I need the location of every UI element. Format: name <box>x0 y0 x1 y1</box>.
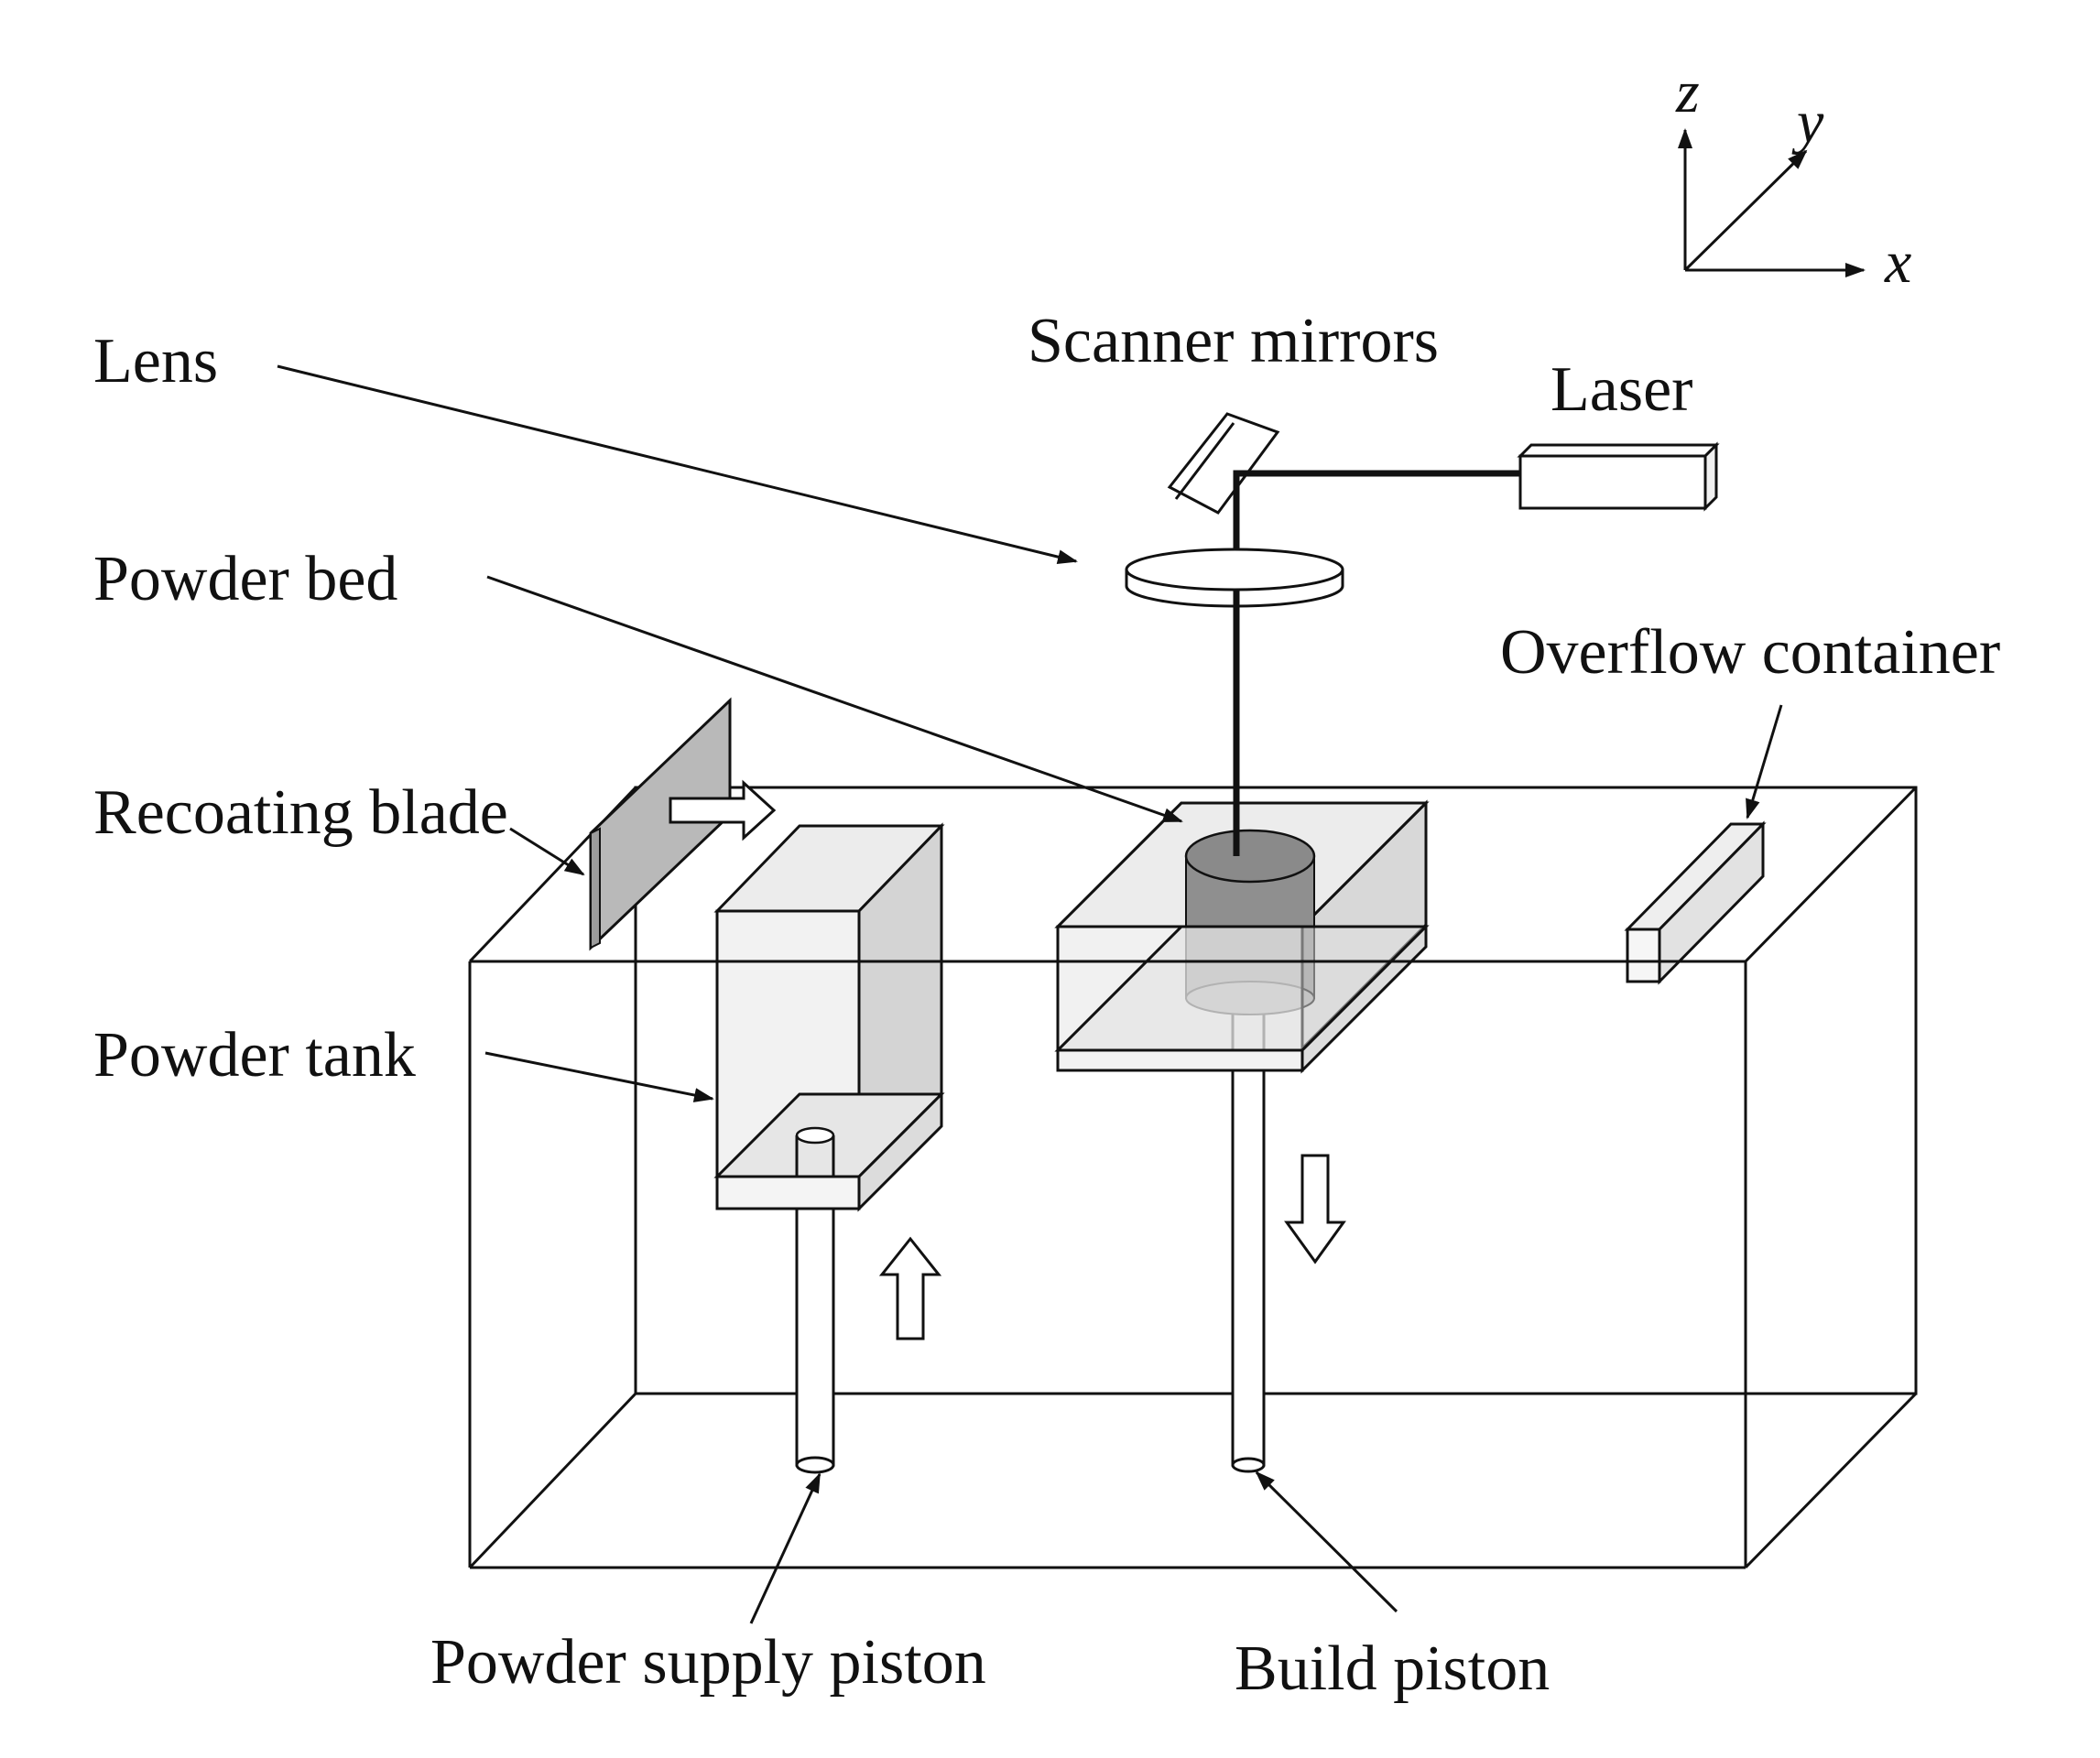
y-axis-label: y <box>1791 89 1824 156</box>
chamber-front <box>468 960 1747 1569</box>
laser-beam <box>1233 470 1520 856</box>
powder-tank-leader <box>484 1051 714 1102</box>
lens-label: Lens <box>93 326 218 396</box>
overflow-container <box>1624 820 1767 985</box>
z-axis-label: z <box>1675 59 1700 125</box>
build-piston-label: Build piston <box>1235 1633 1550 1704</box>
blade-direction-arrow <box>669 779 777 841</box>
recoating-blade <box>589 697 732 951</box>
powder-bed-label: Powder bed <box>93 544 397 614</box>
powder-bed-leader <box>486 575 1183 823</box>
powder-tank-label: Powder tank <box>93 1020 416 1091</box>
leader-arrows <box>277 364 1783 1624</box>
y-axis <box>1683 149 1808 272</box>
powder-supply-piston-label: Powder supply piston <box>430 1627 986 1698</box>
powder-tank <box>713 822 945 1212</box>
scanner-mirrors-label: Scanner mirrors <box>1028 306 1439 376</box>
build-piston-leader <box>1255 1470 1398 1613</box>
recoating-blade-leader <box>509 827 585 876</box>
overflow-container-label: Overflow container <box>1500 617 2000 688</box>
recoating-blade-label: Recoating blade <box>93 777 508 848</box>
chamber-back-face <box>634 786 1918 1395</box>
build-down-arrow <box>1284 1154 1346 1264</box>
laser-source <box>1517 441 1720 512</box>
build-piston <box>1231 1010 1266 1473</box>
scanner-mirror <box>1167 412 1280 515</box>
laser-label: Laser <box>1551 354 1692 425</box>
supply-up-arrow <box>878 1236 942 1340</box>
powder-supply-piston-leader <box>749 1472 822 1624</box>
lens <box>1125 548 1344 608</box>
axes-indicator: z y x <box>1675 59 1911 296</box>
lens-leader <box>277 364 1078 565</box>
overflow-container-leader <box>1746 704 1783 819</box>
powder-bed <box>1054 799 1430 1074</box>
x-axis-label: x <box>1884 229 1911 296</box>
